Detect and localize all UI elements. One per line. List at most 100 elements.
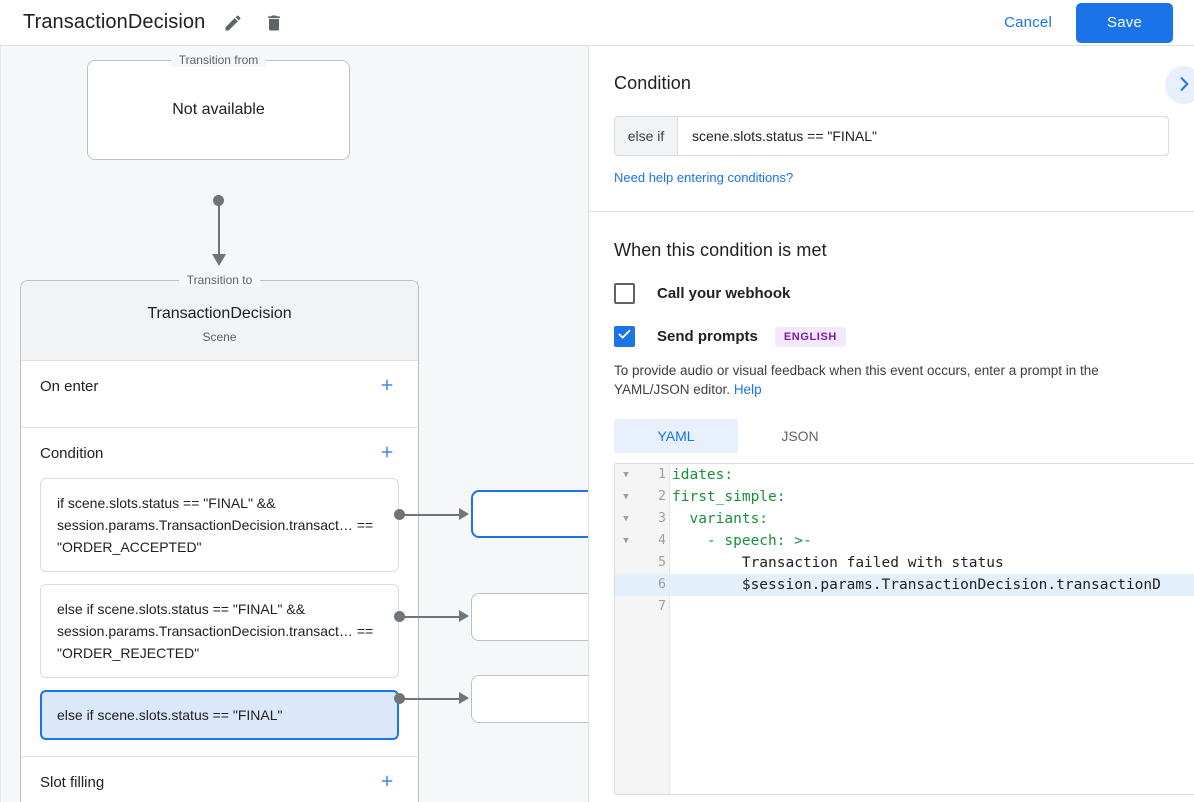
code-line[interactable]: Transaction failed with status [672,555,1004,571]
add-slot-filling-button[interactable] [375,770,399,794]
prompt-code-editor[interactable]: ▼ 1 ▼ 2 ▼ 3 ▼ 4 [614,463,1194,795]
gutter-row[interactable]: ▼ 2 [615,486,669,508]
condition-list-item[interactable]: if scene.slots.status == "FINAL" && sess… [40,478,399,572]
call-webhook-checkbox[interactable] [614,283,635,304]
gutter-row[interactable]: ▼ 4 [615,530,669,552]
section-condition: Condition if scene.slots.status == "FINA… [21,427,418,756]
pencil-icon [223,13,243,33]
panel-divider [589,211,1194,212]
plus-icon [378,443,396,464]
transition-target-node-selected[interactable] [471,490,588,538]
line-number: 3 [658,511,666,526]
condition-field[interactable]: else if [614,116,1169,156]
line-number: 6 [658,577,666,592]
condition-prefix-label: else if [615,117,678,155]
fold-arrow-icon[interactable]: ▼ [623,514,629,524]
fold-arrow-icon[interactable]: ▼ [623,470,629,480]
gutter-row[interactable]: ▼ 3 [615,508,669,530]
edit-button[interactable] [219,9,247,37]
editor-gutter: ▼ 1 ▼ 2 ▼ 3 ▼ 4 [615,464,670,794]
transition-target-node[interactable] [471,675,588,723]
prompts-help-link[interactable]: Help [733,382,762,397]
transition-from-value: Not available [172,101,265,118]
condition-details-panel: Condition else if Need help entering con… [588,46,1194,802]
condition-expression-input[interactable] [678,117,1168,155]
line-number: 4 [658,533,666,548]
fold-arrow-icon[interactable]: ▼ [623,492,629,502]
canvas-left-rail [0,46,1,802]
section-slot-filling-header: Slot filling [40,757,399,802]
tab-json[interactable]: JSON [781,428,819,444]
condition-connector-arrowhead [459,508,469,520]
send-prompts-row[interactable]: Send prompts ENGLISH [614,326,1169,347]
condition-list-item[interactable]: else if scene.slots.status == "FINAL" &&… [40,584,399,678]
scene-graph-canvas[interactable]: Transition from Not available Transition… [0,46,588,802]
prompts-description-text: To provide audio or visual feedback when… [614,363,1099,397]
panel-title: Condition [614,73,691,93]
add-condition-button[interactable] [375,441,399,465]
code-line-active[interactable]: $session.params.TransactionDecision.tran… [670,574,1194,596]
connector-line [218,196,220,258]
code-line[interactable]: first_simple: [672,489,786,505]
condition-help-link[interactable]: Need help entering conditions? [614,170,794,185]
fold-arrow-icon[interactable]: ▼ [623,536,629,546]
condition-connector-line [404,698,462,700]
panel-condition-section: Condition else if Need help entering con… [589,46,1194,187]
call-webhook-row[interactable]: Call your webhook [614,283,1169,304]
section-on-enter-header: On enter [40,361,399,411]
code-line[interactable]: - speech: >- [672,533,812,549]
scene-card-header[interactable]: TransactionDecision Scene [21,281,418,360]
line-number: 2 [658,489,666,504]
scene-type: Scene [202,330,237,344]
transition-from-legend: Transition from [170,53,267,67]
check-icon [617,327,632,347]
section-condition-header: Condition [40,428,399,478]
section-condition-title: Condition [40,444,104,462]
condition-connector-arrowhead [459,610,469,622]
code-line[interactable] [670,596,1194,618]
gutter-row-active[interactable]: 6 [615,574,669,596]
tab-yaml[interactable]: YAML [614,419,738,453]
top-app-bar: TransactionDecision Cancel Save [0,0,1194,46]
scene-name: TransactionDecision [147,305,292,322]
scene-card: Transition to TransactionDecision Scene … [20,273,419,802]
transition-from-node[interactable]: Transition from Not available [87,53,350,160]
line-number: 5 [658,555,666,570]
delete-button[interactable] [260,9,288,37]
panel-when-met-section: When this condition is met Call your web… [589,212,1194,795]
section-on-enter: On enter [21,360,418,427]
line-number: 7 [658,599,666,614]
call-webhook-label: Call your webhook [657,285,791,302]
editor-code-area[interactable]: idates: first_simple: variants: - speech… [670,464,1194,794]
language-badge: ENGLISH [774,326,846,347]
add-on-enter-button[interactable] [375,374,399,398]
gutter-row[interactable]: 7 [615,596,669,618]
transition-target-node[interactable] [471,593,588,641]
save-button[interactable]: Save [1076,2,1173,43]
expand-panel-button[interactable] [1165,66,1194,104]
send-prompts-label: Send prompts [657,328,758,345]
transition-to-legend: Transition to [178,273,261,287]
line-number: 1 [658,467,666,482]
connector-arrowhead [212,254,226,266]
condition-connector-dot [394,611,405,622]
when-condition-met-heading: When this condition is met [614,240,827,260]
condition-connector-line [404,616,462,618]
page-title: TransactionDecision [23,11,206,33]
condition-list-item-selected[interactable]: else if scene.slots.status == "FINAL" [40,690,399,740]
condition-connector-line [404,514,462,516]
code-line[interactable]: idates: [672,467,734,483]
gutter-row[interactable]: ▼ 1 [615,464,669,486]
send-prompts-checkbox[interactable] [614,326,635,347]
condition-connector-dot [394,509,405,520]
section-slot-filling-title: Slot filling [40,773,105,791]
code-line[interactable]: variants: [672,511,769,527]
cancel-button[interactable]: Cancel [994,6,1062,39]
section-on-enter-title: On enter [40,377,99,395]
gutter-row[interactable]: 5 [615,552,669,574]
chevron-right-icon [1174,74,1194,97]
condition-connector-arrowhead [459,692,469,704]
plus-icon [378,772,396,793]
editor-format-tabs: YAML JSON [614,419,1169,453]
prompts-description: To provide audio or visual feedback when… [614,361,1169,399]
